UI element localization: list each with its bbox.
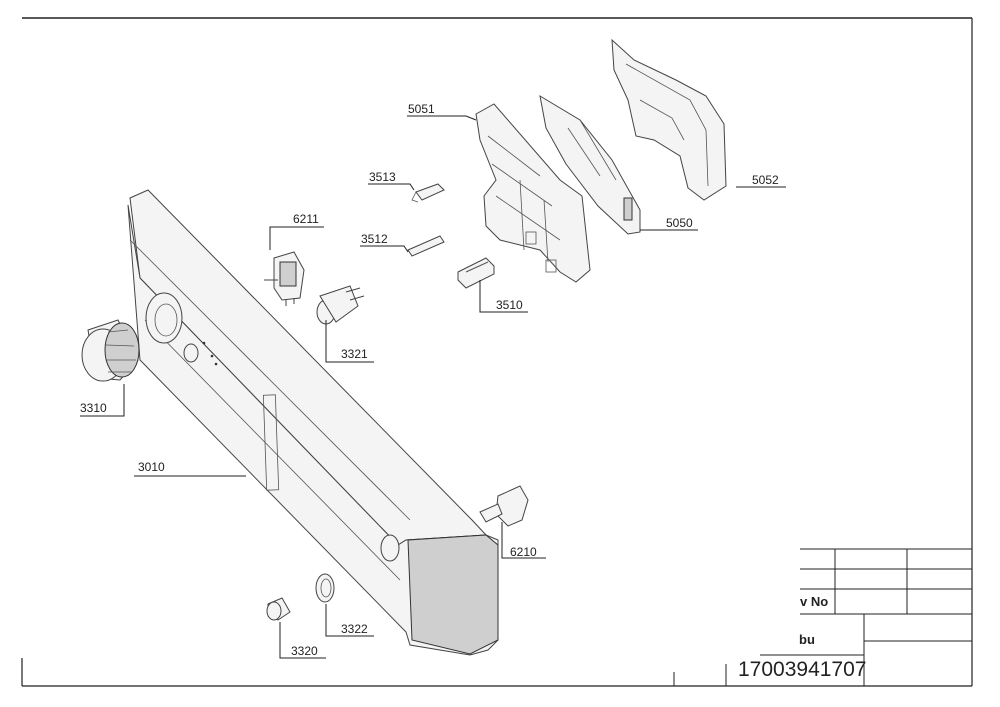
title-block: v No bu 17003941707 [738, 548, 972, 686]
callout-labels: 5051 5052 5050 3513 3512 6211 3510 3321 … [80, 102, 779, 658]
pin-3512 [407, 235, 445, 257]
callout-3010: 3010 [138, 460, 165, 474]
ring-3322 [315, 573, 335, 603]
callout-3310: 3310 [80, 401, 107, 415]
callout-3322: 3322 [341, 622, 368, 636]
callout-6210: 6210 [510, 545, 537, 559]
rev-no-label: v No [800, 594, 828, 609]
connector-3510 [457, 257, 495, 289]
drawing-number: 17003941707 [738, 658, 866, 681]
knob-3310 [81, 319, 140, 382]
frame-5051 [475, 103, 591, 283]
switch-3321 [316, 285, 365, 325]
title-fragment: bu [799, 632, 815, 647]
callout-3512: 3512 [361, 232, 388, 246]
control-panel-3010 [127, 189, 499, 656]
callout-3510: 3510 [496, 298, 523, 312]
cover-5052 [611, 38, 727, 201]
drawing-frame [21, 17, 973, 687]
leader-lines [80, 115, 786, 659]
callout-5052: 5052 [752, 173, 779, 187]
callout-5050: 5050 [666, 216, 693, 230]
pin-3513 [411, 183, 445, 203]
callout-3321: 3321 [341, 347, 368, 361]
callout-5051: 5051 [408, 102, 435, 116]
switch-6210 [479, 485, 529, 527]
board-5050 [539, 94, 641, 235]
callout-3320: 3320 [291, 644, 318, 658]
switch-6211 [264, 251, 305, 306]
button-3320 [266, 597, 291, 621]
callout-6211: 6211 [293, 212, 319, 226]
callout-3513: 3513 [369, 170, 396, 184]
